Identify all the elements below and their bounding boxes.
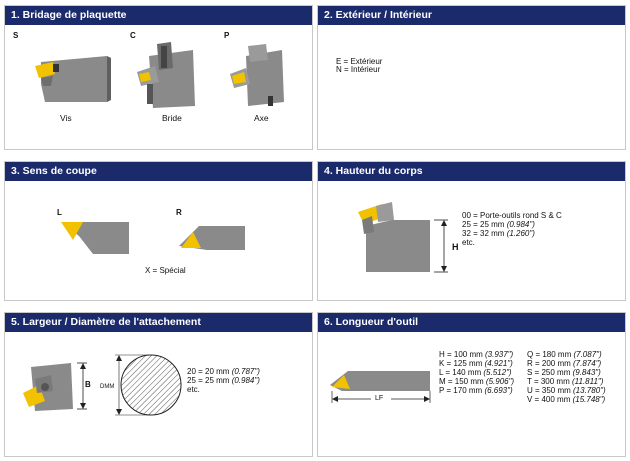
diameter-dimension-label: DMM: [100, 384, 115, 390]
shank-height-row: 25 = 25 mm (0.984"): [462, 220, 535, 229]
width-dimension-label: B: [85, 380, 91, 389]
panel-cutting-direction: 3. Sens de coupe L R X = Spécial: [4, 161, 313, 301]
left-hand-tool-illustration: [61, 222, 129, 254]
tool-length-row: P = 170 mm (6.693"): [439, 386, 513, 395]
shank-height-illustration: [358, 202, 448, 273]
panel-title: 3. Sens de coupe: [5, 162, 312, 181]
shank-width-row: 25 = 25 mm (0.984"): [187, 376, 260, 385]
shank-width-row: etc.: [187, 385, 200, 394]
panel-tool-length: 6. Longueur d'outil LF H = 100 mm (3.937…: [317, 312, 626, 457]
shank-height-row: 00 = Porte-outils rond S & C: [462, 211, 562, 220]
panel-title: 4. Hauteur du corps: [318, 162, 625, 181]
shank-width-codes: 20 = 20 mm (0.787") 25 = 25 mm (0.984") …: [187, 367, 260, 394]
special-label: X = Spécial: [145, 266, 186, 275]
panel-insert-clamping: 1. Bridage de plaquette S C P Vis Bride …: [4, 5, 313, 150]
caption-screw: Vis: [60, 113, 72, 123]
tool-length-row: Q = 180 mm (7.087"): [527, 350, 602, 359]
tool-length-row: U = 350 mm (13.780"): [527, 386, 606, 395]
shank-height-row: etc.: [462, 238, 475, 247]
panel-title: 2. Extérieur / Intérieur: [318, 6, 625, 25]
right-hand-code: R: [176, 208, 182, 217]
pin-illustration: [230, 44, 284, 106]
shank-width-row: 20 = 20 mm (0.787"): [187, 367, 260, 376]
tool-length-row: K = 125 mm (4.921"): [439, 359, 513, 368]
tool-length-illustration: [330, 371, 431, 404]
type-code-s: S: [13, 31, 19, 40]
tool-length-row: S = 250 mm (9.843"): [527, 368, 601, 377]
shank-height-row: 32 = 32 mm (1.260"): [462, 229, 535, 238]
tool-length-codes-col1: H = 100 mm (3.937") K = 125 mm (4.921") …: [439, 350, 514, 395]
round-shank-illustration: [115, 354, 182, 416]
tool-length-row: V = 400 mm (15.748"): [527, 395, 606, 404]
panel-title: 1. Bridage de plaquette: [5, 6, 312, 25]
panel-title: 6. Longueur d'outil: [318, 313, 625, 332]
tool-length-row: M = 150 mm (5.906"): [439, 377, 515, 386]
tool-length-codes-col2: Q = 180 mm (7.087") R = 200 mm (7.874") …: [527, 350, 606, 404]
panel-external-internal: 2. Extérieur / Intérieur E = Extérieur N…: [317, 5, 626, 150]
length-dimension-label: LF: [375, 395, 384, 402]
type-code-c: C: [130, 31, 136, 40]
left-hand-code: L: [57, 208, 62, 217]
tool-length-row: R = 200 mm (7.874"): [527, 359, 602, 368]
panel-shank-height: 4. Hauteur du corps H 00 = Porte-outils …: [317, 161, 626, 301]
clamp-illustration: [137, 42, 195, 108]
internal-line: N = Intérieur: [336, 65, 381, 74]
caption-pin: Axe: [254, 113, 269, 123]
shank-width-illustration: [23, 362, 87, 411]
external-line: E = Extérieur: [336, 57, 383, 66]
panel-shank-width: 5. Largeur / Diamètre de l'attachement B…: [4, 312, 313, 457]
right-hand-tool-illustration: [179, 226, 245, 250]
tool-length-row: H = 100 mm (3.937"): [439, 350, 514, 359]
type-code-p: P: [224, 31, 230, 40]
height-dimension-label: H: [452, 242, 459, 252]
tool-length-row: L = 140 mm (5.512"): [439, 368, 512, 377]
caption-clamp: Bride: [162, 113, 182, 123]
screw-clamp-illustration: [35, 56, 111, 102]
tool-length-row: T = 300 mm (11.811"): [527, 377, 604, 386]
panel-title: 5. Largeur / Diamètre de l'attachement: [5, 313, 312, 332]
shank-height-codes: 00 = Porte-outils rond S & C 25 = 25 mm …: [462, 211, 562, 247]
